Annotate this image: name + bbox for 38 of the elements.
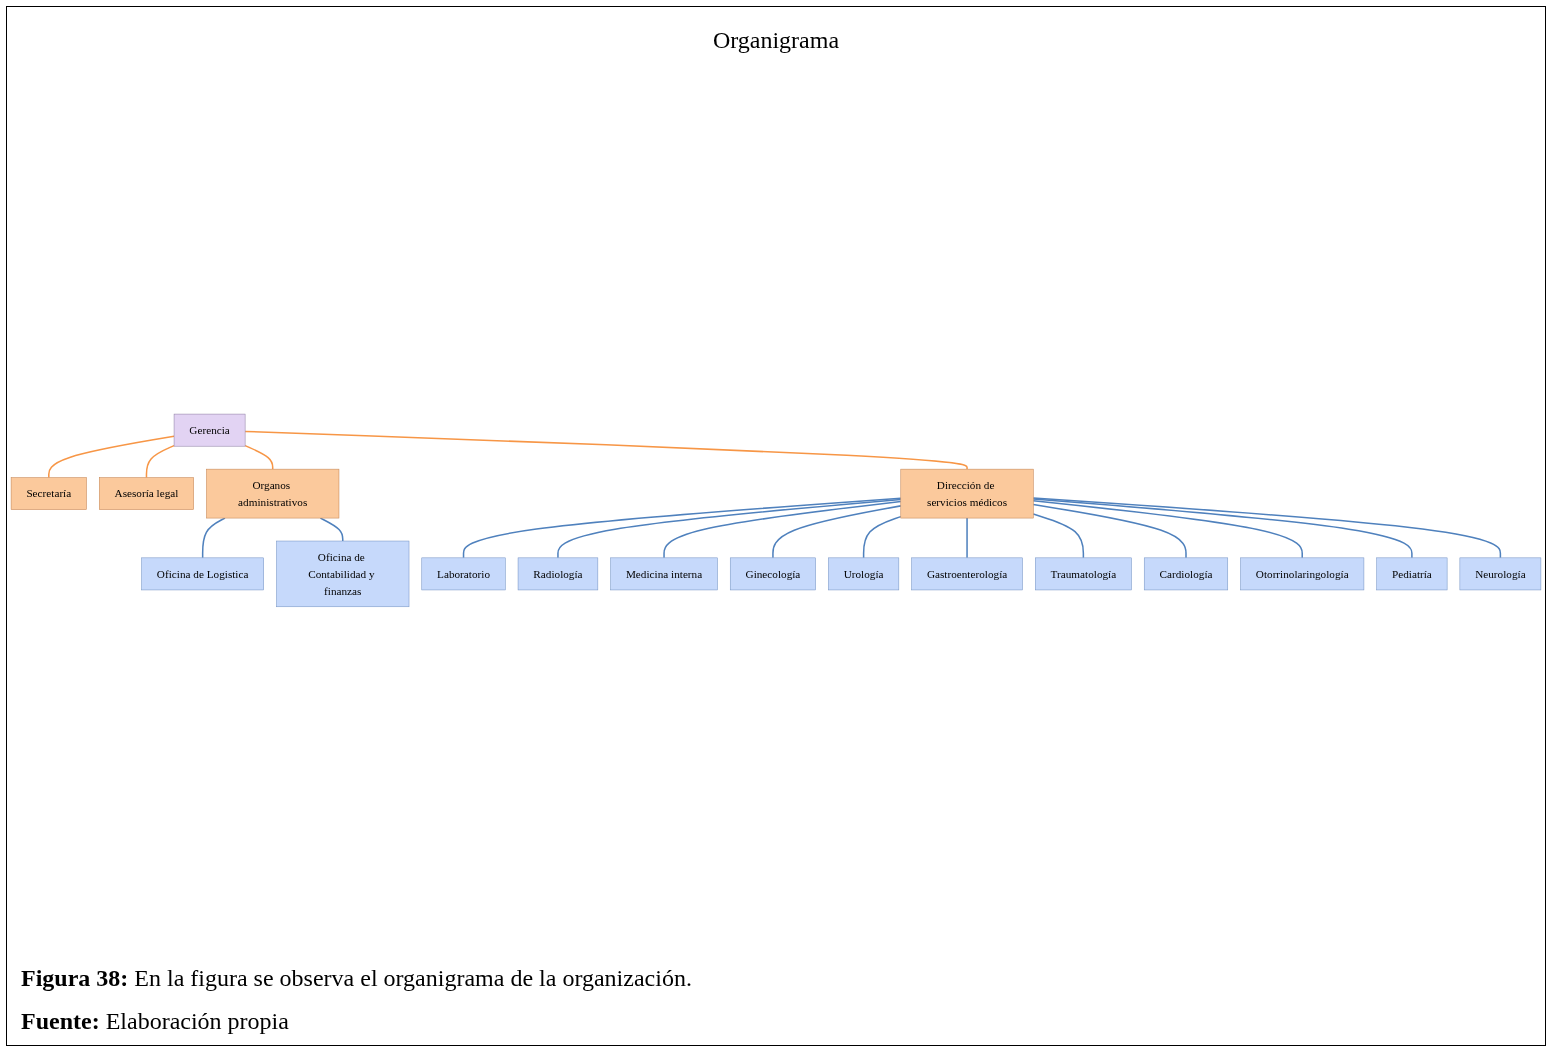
- connector: [1032, 497, 1502, 559]
- node-box: Pediatría: [1376, 557, 1448, 591]
- node-box: Cardiología: [1143, 557, 1229, 591]
- connector: [1032, 513, 1085, 559]
- connector: [862, 515, 902, 559]
- connector: [319, 517, 344, 542]
- connector: [772, 505, 902, 559]
- source-note: Fuente: Elaboración propia: [21, 1008, 289, 1035]
- node-box: Medicina interna: [610, 557, 718, 591]
- node-box: Laboratorio: [421, 557, 506, 591]
- connector: [244, 444, 274, 470]
- connector: [48, 435, 175, 479]
- connector: [966, 517, 968, 559]
- node-box: Traumatología: [1035, 557, 1132, 591]
- connector: [1032, 498, 1413, 559]
- connector: [145, 444, 175, 479]
- node-box: Otorrinolaringología: [1240, 557, 1365, 591]
- connector: [663, 500, 902, 559]
- connector: [244, 430, 968, 470]
- connector: [557, 498, 902, 559]
- node-box: Ginecología: [729, 557, 816, 591]
- node-box: Secretaría: [10, 477, 87, 510]
- node-box: Urología: [828, 557, 900, 591]
- node-box: Organos administrativos: [206, 468, 340, 519]
- node-box: Asesoría legal: [99, 477, 194, 510]
- node-box: Gastroenterología: [911, 557, 1023, 591]
- node-box: Oficina de Contabilidad y finanzas: [276, 540, 410, 608]
- connector: [1032, 500, 1303, 559]
- node-box: Radiología: [517, 557, 599, 591]
- figure-caption: Figura 38: En la figura se observa el organigrama de la organización.: [21, 965, 692, 992]
- connector: [462, 497, 902, 559]
- node-box: Gerencia: [173, 413, 246, 447]
- connector: [201, 517, 226, 559]
- node-box: Neurología: [1459, 557, 1542, 591]
- diagram-title: Organigrama: [712, 27, 840, 54]
- connector: [1032, 503, 1187, 559]
- node-box: Oficina de Logistica: [141, 557, 264, 591]
- node-box: Dirección de servicios médicos: [900, 468, 1034, 519]
